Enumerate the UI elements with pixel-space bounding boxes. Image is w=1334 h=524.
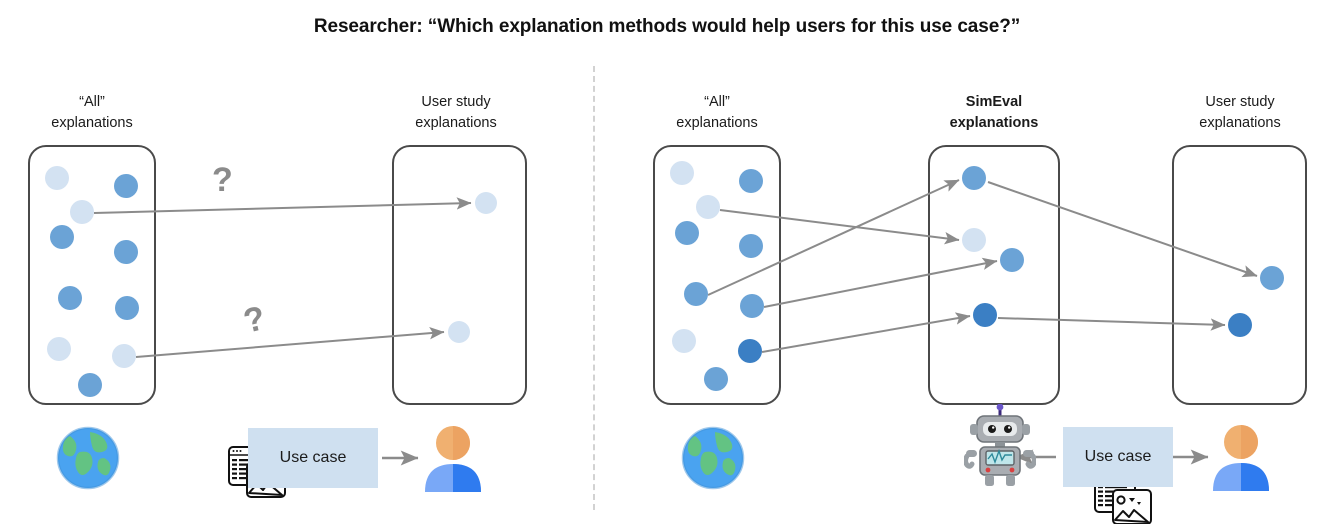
right-simeval-label-line2: explanations <box>949 115 1039 131</box>
right-usecase-box: Use case <box>1063 427 1173 487</box>
right-simeval-panel <box>928 145 1060 405</box>
left-all-dot <box>78 373 102 397</box>
right-all-dot <box>675 221 699 245</box>
right-user-study-label: User study explanations <box>1176 92 1304 134</box>
left-all-dot <box>114 240 138 264</box>
left-user-study-panel <box>392 145 527 405</box>
left-all-dot <box>45 166 69 190</box>
right-simeval-dot <box>962 228 986 252</box>
right-all-dot <box>670 161 694 185</box>
right-study-dot <box>1260 266 1284 290</box>
right-simeval-dot <box>973 303 997 327</box>
right-all-explanations-label: “All” explanations <box>653 92 781 134</box>
left-user-study-label: User study explanations <box>392 92 520 134</box>
left-all-dot <box>47 337 71 361</box>
right-all-dot <box>696 195 720 219</box>
left-study-label-line2: explanations <box>415 115 497 131</box>
left-study-dot <box>448 321 470 343</box>
left-usecase-box: Use case <box>248 428 378 488</box>
right-study-dot <box>1228 313 1252 337</box>
left-all-label-line2: explanations <box>51 115 133 131</box>
left-all-label-line1: “All” <box>79 94 105 110</box>
left-study-dot <box>475 192 497 214</box>
left-all-dot <box>58 286 82 310</box>
right-all-dot <box>740 294 764 318</box>
left-usecase-label: Use case <box>279 449 347 466</box>
right-simeval-dot <box>1000 248 1024 272</box>
right-all-dot <box>738 339 762 363</box>
right-user-study-panel <box>1172 145 1307 405</box>
right-all-dot <box>739 234 763 258</box>
right-usecase-label: Use case <box>1084 448 1152 465</box>
right-person-icon <box>1210 423 1272 491</box>
left-all-dot <box>112 344 136 368</box>
right-all-label-line2: explanations <box>676 115 758 131</box>
right-robot-icon <box>963 403 1037 488</box>
right-simeval-label-line1: SimEval <box>965 94 1023 110</box>
right-all-dot <box>684 282 708 306</box>
right-simeval-dot <box>962 166 986 190</box>
left-globe-icon <box>56 426 120 490</box>
left-all-explanations-label: “All” explanations <box>28 92 156 134</box>
left-person-icon <box>422 424 484 492</box>
right-study-label-line1: User study <box>1205 94 1275 110</box>
right-globe-icon <box>681 426 745 490</box>
left-all-dot <box>50 225 74 249</box>
right-study-label-line2: explanations <box>1199 115 1281 131</box>
left-question-mark-upper: ? <box>212 161 233 199</box>
right-simeval-label: SimEval explanations <box>928 92 1060 134</box>
right-all-label-line1: “All” <box>704 94 730 110</box>
left-all-dot <box>115 296 139 320</box>
left-all-dot <box>70 200 94 224</box>
figure-title: Researcher: “Which explanation methods w… <box>313 16 1021 37</box>
right-all-dot <box>739 169 763 193</box>
left-all-dot <box>114 174 138 198</box>
diagram-divider <box>593 66 595 510</box>
right-all-dot <box>704 367 728 391</box>
right-all-dot <box>672 329 696 353</box>
left-study-label-line1: User study <box>421 94 491 110</box>
left-question-mark-lower: ? <box>239 299 269 341</box>
